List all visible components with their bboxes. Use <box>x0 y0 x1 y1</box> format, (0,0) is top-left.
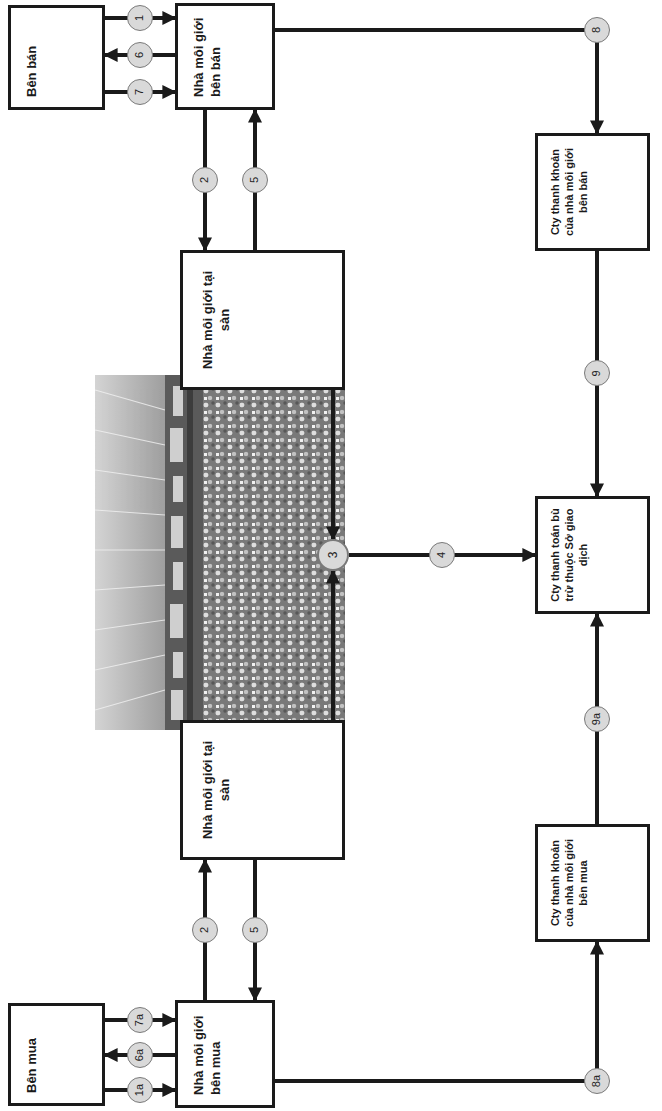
broker-box: Nhà môi giới bên bán <box>175 3 275 110</box>
step-number: 7 <box>127 79 153 105</box>
node-text: Bên bán <box>23 46 40 97</box>
node-text: Cty thanh khoản của nhà môi giới bên mua <box>548 835 590 931</box>
step-number: 8 <box>584 17 610 43</box>
step-number: 5 <box>242 917 268 943</box>
step-number: 8a <box>584 1068 610 1094</box>
step-number: 6 <box>127 42 153 68</box>
step-number: 6a <box>127 1042 153 1068</box>
node-text: Nhà môi giới bên mua <box>190 1013 224 1095</box>
step-number: 1a <box>127 1077 153 1103</box>
node-text: Nhà môi giới tại sàn <box>199 731 233 849</box>
step-number: 2 <box>192 917 218 943</box>
floor-broker-box: Nhà môi giới tại sàn <box>180 720 345 860</box>
step-number: 9a <box>584 706 610 732</box>
clearing-firm-box: Cty thanh khoản của nhà môi giới bên mua <box>535 824 650 942</box>
step-number: 9 <box>584 361 610 387</box>
match-circle: 3 <box>317 539 349 571</box>
broker-box: Nhà môi giới bên mua <box>175 1000 275 1108</box>
node-text: Nhà môi giới tại sàn <box>199 261 233 379</box>
step-number: 7a <box>127 1007 153 1033</box>
node-text: Nhà môi giới bên bán <box>190 16 224 97</box>
flow-arrow <box>275 30 597 133</box>
node-text: Cty thanh khoản của nhà môi giới bên bán <box>548 144 590 240</box>
step-number: 4 <box>429 542 455 568</box>
flow-arrow <box>331 571 335 720</box>
node-text: Cty thanh toán bù trừ thuộc Sở giao dịch <box>548 507 590 603</box>
party-box: Bên mua <box>8 1003 105 1106</box>
clearing-firm-box: Cty thanh khoản của nhà môi giới bên bán <box>535 133 650 251</box>
node-text: 3 <box>326 552 340 559</box>
floor-broker-box: Nhà môi giới tại sàn <box>180 250 345 390</box>
party-box: Bên bán <box>8 5 105 110</box>
trading-floor-photo <box>95 375 345 730</box>
step-number: 1 <box>127 5 153 31</box>
step-number: 5 <box>242 167 268 193</box>
flow-arrow <box>331 390 335 539</box>
step-number: 2 <box>192 167 218 193</box>
flow-arrow <box>275 942 597 1081</box>
node-text: Bên mua <box>23 1038 40 1093</box>
clearing-house-box: Cty thanh toán bù trừ thuộc Sở giao dịch <box>535 496 650 614</box>
